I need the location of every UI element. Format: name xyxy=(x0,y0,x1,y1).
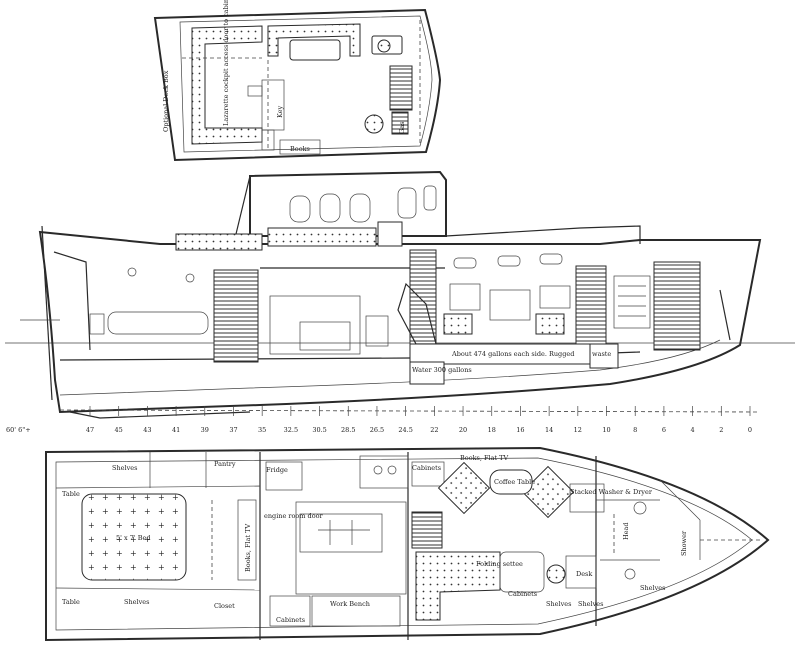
station-number: 43 xyxy=(143,426,151,434)
station-number: 2 xyxy=(719,426,723,434)
water-label: Water 300 gallons xyxy=(412,366,472,374)
profile-view: About 474 gallons each side. Rugged Wate… xyxy=(5,170,795,434)
station-number: 20 xyxy=(459,426,467,434)
station-number: 12 xyxy=(574,426,582,434)
books-tv-top-label: Books, Flat TV xyxy=(460,454,508,462)
station-number: 47 xyxy=(86,426,94,434)
shelves-right-label: Shelves xyxy=(640,584,665,592)
key-label: Key xyxy=(276,105,284,118)
station-number: 24.5 xyxy=(398,426,412,434)
cabinets-mid-label: Cabinets xyxy=(508,590,537,598)
station-number: 32.5 xyxy=(284,426,298,434)
station-number: 26.5 xyxy=(370,426,384,434)
cockpit-deck-plan: Optional Deck Box Lazarette cockpit acce… xyxy=(153,0,442,162)
engine-room-door-label: engine room door xyxy=(264,512,324,520)
station-number: 18 xyxy=(488,426,496,434)
bed-label: 5' x 7' Bed xyxy=(116,534,151,542)
station-number: 16 xyxy=(516,426,524,434)
closet-label: Closet xyxy=(214,602,235,610)
station-number: 41 xyxy=(172,426,180,434)
head-label: Head xyxy=(622,522,630,540)
water-tanks-label: About 474 gallons each side. Rugged xyxy=(451,350,574,358)
shelves-top-label: Shelves xyxy=(112,464,137,472)
gas-label: Gas xyxy=(398,122,406,134)
station-number: 28.5 xyxy=(341,426,355,434)
station-number: 39 xyxy=(201,426,209,434)
coffee-table-label: Coffee Table xyxy=(494,478,535,486)
shower-label: Shower xyxy=(680,530,688,556)
folding-settee-label: Folding settee xyxy=(476,560,523,568)
station-number: 8 xyxy=(633,426,637,434)
fridge-label: Fridge xyxy=(266,466,288,474)
table-bottom-label: Table xyxy=(62,598,80,606)
station-number: 22 xyxy=(430,426,438,434)
shelves-bottom-label: Shelves xyxy=(124,598,149,606)
accommodation-plan: Shelves Pantry Fridge Cabinets Books, Fl… xyxy=(45,446,770,642)
cockpit-access-label: Lazarette cockpit access door to cabin xyxy=(222,0,230,126)
deck-box-label: Optional Deck Box xyxy=(162,70,170,132)
station-number: 14 xyxy=(545,426,553,434)
pantry-label: Pantry xyxy=(214,460,236,468)
books-label: Books xyxy=(290,145,310,153)
washer-dryer-label: Stacked Washer & Dryer xyxy=(570,488,653,496)
length-tag: 60' 6"+ xyxy=(6,426,31,434)
station-number: 0 xyxy=(748,426,752,434)
station-number: 10 xyxy=(602,426,610,434)
station-number: 35 xyxy=(258,426,266,434)
work-bench-label: Work Bench xyxy=(330,600,370,608)
cabinets-top-label: Cabinets xyxy=(412,464,441,472)
table-label: Table xyxy=(62,490,80,498)
station-number: 30.5 xyxy=(312,426,326,434)
waste-label: waste xyxy=(592,350,611,358)
station-number: 45 xyxy=(115,426,123,434)
desk-label: Desk xyxy=(576,570,592,578)
station-number: 6 xyxy=(662,426,666,434)
shelves-mid-label: Shelves xyxy=(546,600,571,608)
station-number: 4 xyxy=(691,426,695,434)
cabinets-bottom-label: Cabinets xyxy=(276,616,305,624)
books-tv-side-label: Books, Flat TV xyxy=(244,524,252,572)
shelves-mid2-label: Shelves xyxy=(578,600,603,608)
station-number: 37 xyxy=(229,426,237,434)
